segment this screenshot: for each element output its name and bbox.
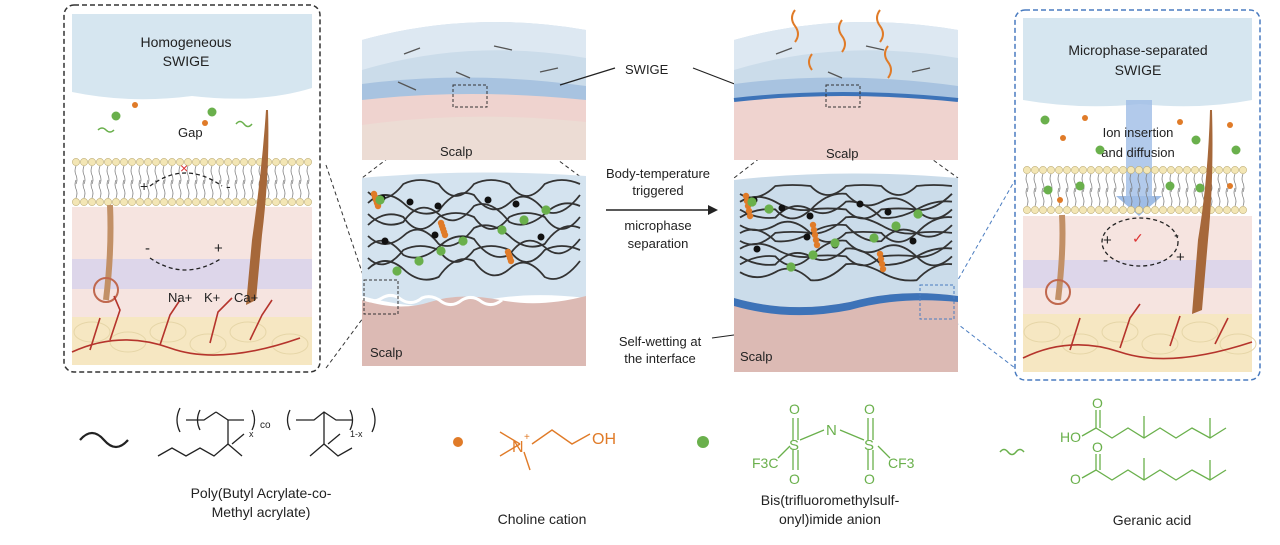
geranic-o1: O — [1092, 395, 1103, 411]
minus-sign-right-2: - — [1174, 227, 1179, 244]
tfsi-s2: S — [864, 437, 874, 454]
tfsi-o3: O — [789, 471, 800, 487]
ion-insertion-text-1: Ion insertion — [1103, 125, 1174, 140]
legend: co x 1-x Poly(Butyl Acrylate-co- Methyl … — [79, 395, 1227, 528]
polymer-x: x — [249, 429, 254, 439]
polymer-1x: 1-x — [350, 429, 363, 439]
polymer-co: co — [260, 420, 271, 431]
plus-sign-2: + — [214, 240, 223, 257]
choline-structure — [499, 429, 591, 471]
right-panel-ions — [1040, 115, 1241, 203]
left-panel-title-1: Homogeneous — [140, 34, 231, 50]
wetting-text-1: Self-wetting at — [619, 334, 702, 349]
choline-cation-dot — [453, 437, 463, 447]
ion-insertion-text-2: and diffusion — [1101, 145, 1175, 160]
cross-mark: × — [180, 160, 188, 176]
minus-sign-2: - — [145, 240, 150, 257]
geranic-caption: Geranic acid — [1113, 512, 1192, 528]
ion-k: K+ — [204, 290, 220, 305]
polymer-structure — [157, 407, 376, 457]
tfsi-caption-2: onyl)imide anion — [779, 511, 881, 527]
scalp-label-2: Scalp — [370, 345, 403, 360]
polymer-chain-icon — [79, 431, 129, 449]
tfsi-o1: O — [789, 401, 800, 417]
tfsi-caption-1: Bis(trifluoromethylsulf- — [761, 492, 900, 508]
wetting-layer — [734, 293, 958, 316]
tfsi-o2: O — [864, 401, 875, 417]
geranic-ominus: O — [1070, 471, 1081, 487]
right-panel-title-2: SWIGE — [1115, 62, 1162, 78]
plus-sign: + — [140, 178, 148, 194]
transition-text-4: separation — [628, 236, 689, 251]
plus-sign-right-2: + — [1176, 249, 1185, 266]
blood-vessels-icon — [71, 295, 301, 356]
transition-arrow-icon — [708, 205, 718, 215]
microphase-swige-gel — [1023, 18, 1252, 107]
tfsi-structure — [777, 418, 891, 470]
polymer-network-right — [739, 184, 953, 282]
scalp-zoom-left — [362, 296, 586, 366]
scalp-label-1: Scalp — [440, 144, 473, 159]
heat-waves-icon — [791, 9, 892, 79]
tfsi-f3c: F3C — [752, 455, 778, 471]
hair-follicle-icon — [246, 110, 269, 305]
center-left-panel: Scalp Scalp — [361, 22, 586, 366]
center-right-panel: Scalp Scalp — [733, 9, 959, 372]
scalp-label-3: Scalp — [826, 146, 859, 161]
polymer-caption-2: Methyl acrylate) — [212, 504, 311, 520]
tfsi-s1: S — [789, 437, 799, 454]
right-panel: Microphase-separated SWIGE Ion insertion… — [1014, 9, 1261, 381]
transition-text-1: Body-temperature — [606, 166, 710, 181]
ion-na: Na+ — [168, 290, 192, 305]
tfsi-o4: O — [864, 471, 875, 487]
geranic-ho: HO — [1060, 429, 1081, 445]
choline-n: N — [512, 439, 524, 456]
scalp-top-right — [734, 94, 958, 160]
left-panel-title-2: SWIGE — [163, 53, 210, 69]
choline-plus: + — [524, 432, 530, 443]
geranic-structure — [1081, 410, 1227, 481]
choline-caption: Choline cation — [498, 511, 587, 527]
hair-follicle-icon-right — [1192, 110, 1213, 314]
ion-ca: Ca+ — [234, 290, 258, 305]
left-panel: Homogeneous SWIGE Gap — [63, 4, 321, 373]
tfsi-anion-dot — [697, 436, 709, 448]
blood-vessels-icon-right — [1022, 303, 1253, 360]
wetting-text-2: the interface — [624, 351, 696, 366]
scalp-label-4: Scalp — [740, 349, 773, 364]
right-panel-title-1: Microphase-separated — [1068, 42, 1207, 58]
minus-sign: - — [226, 178, 231, 194]
geranic-o2: O — [1092, 439, 1103, 455]
lipid-bilayer-left — [72, 158, 312, 206]
polymer-network-left — [367, 179, 581, 281]
transition-text-2: triggered — [632, 183, 683, 198]
check-mark: ✓ — [1132, 230, 1144, 246]
gap-label: Gap — [178, 125, 203, 140]
transition-text-3: microphase — [624, 218, 691, 233]
minus-sign-right: - — [1103, 252, 1108, 269]
geranic-icon — [999, 448, 1025, 456]
homogeneous-swige-gel — [72, 14, 312, 100]
tfsi-n: N — [826, 422, 837, 439]
plus-sign-right: + — [1103, 232, 1112, 249]
choline-oh: OH — [592, 431, 616, 448]
tfsi-cf3: CF3 — [888, 455, 915, 471]
polymer-caption-1: Poly(Butyl Acrylate-co- — [191, 485, 332, 501]
swige-label: SWIGE — [625, 62, 669, 77]
